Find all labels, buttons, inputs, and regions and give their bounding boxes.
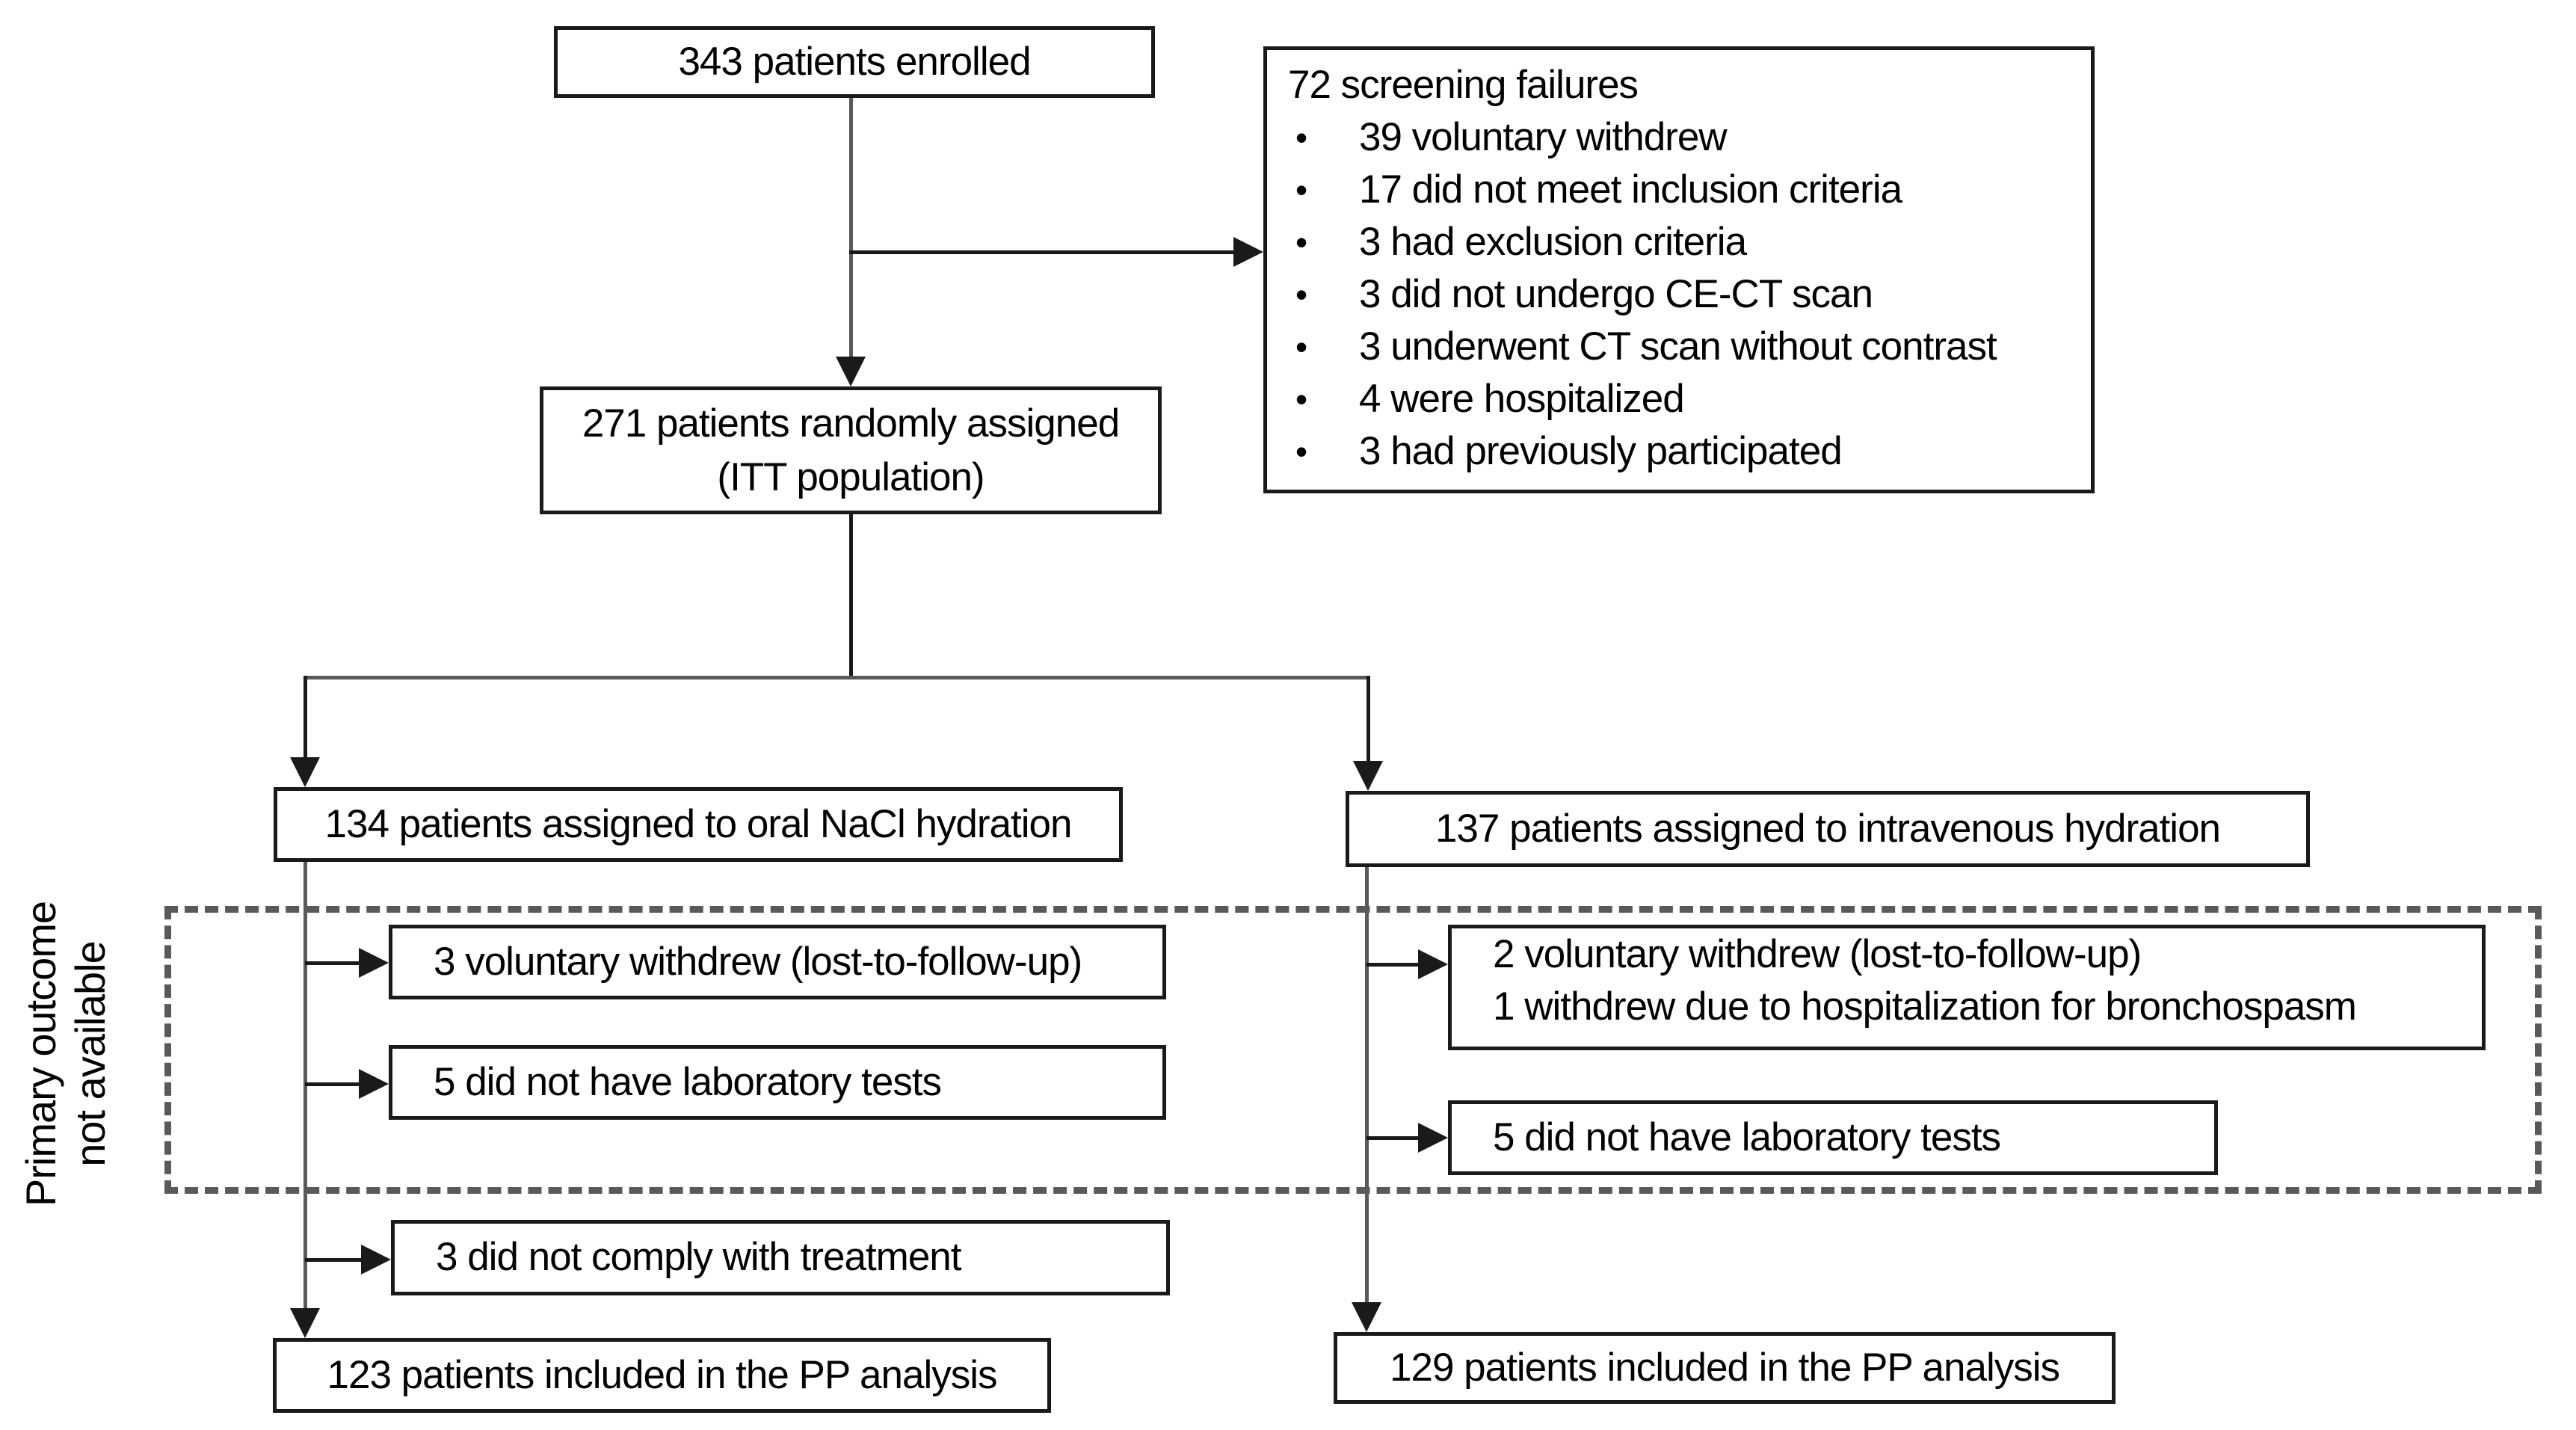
oral-noncompliance-box: 3 did not comply with treatment	[391, 1220, 1170, 1295]
enrolled-label: 343 patients enrolled	[678, 39, 1031, 84]
iv-arm-box: 137 patients assigned to intravenous hyd…	[1346, 791, 2310, 867]
screening-failure-item: • 17 did not meet inclusion criteria	[1288, 164, 2070, 216]
arrowhead-into-iv-pp	[1352, 1302, 1381, 1332]
screening-failure-item-label: 3 had exclusion criteria	[1359, 220, 1747, 264]
primary-outcome-dashed-region	[164, 906, 2542, 1194]
screening-failure-item: • 3 underwent CT scan without contrast	[1288, 321, 2070, 373]
arrowhead-into-iv-arm	[1353, 761, 1383, 791]
arrowhead-into-screening-failures	[1233, 237, 1263, 267]
randomized-line2: (ITT population)	[717, 454, 985, 499]
arrowhead-into-oral-withdrew	[359, 948, 389, 978]
arrowhead-into-oral-no-labs	[359, 1069, 389, 1099]
arrowhead-into-oral-noncompliance	[361, 1245, 391, 1275]
connector-iv-arm-trunk	[1365, 867, 1369, 1305]
enrolled-box: 343 patients enrolled	[554, 26, 1155, 98]
connector-split-bar	[305, 676, 1370, 679]
primary-outcome-note: Primary outcome not available	[16, 902, 115, 1206]
iv-withdrew-line2: 1 withdrew due to hospitalization for br…	[1493, 984, 2357, 1029]
oral-pp-label: 123 patients included in the PP analysis	[327, 1352, 998, 1397]
iv-no-labs-label: 5 did not have laboratory tests	[1493, 1115, 2001, 1159]
connector-iv-no-labs	[1366, 1136, 1418, 1140]
connector-oral-arm-trunk	[303, 862, 307, 1310]
screening-failure-item: • 4 were hospitalized	[1288, 373, 2070, 425]
oral-no-labs-box: 5 did not have laboratory tests	[389, 1045, 1166, 1120]
screening-failures-title: 72 screening failures	[1288, 63, 1639, 107]
screening-failures-box: 72 screening failures • 39 voluntary wit…	[1263, 46, 2095, 493]
screening-failure-item: • 39 voluntary withdrew	[1288, 111, 2070, 164]
bullet-icon: •	[1295, 275, 1307, 314]
connector-oral-no-labs	[305, 1082, 360, 1086]
iv-withdrew-line1: 2 voluntary withdrew (lost-to-follow-up)	[1493, 932, 2142, 976]
bullet-icon: •	[1295, 170, 1307, 209]
randomized-line1: 271 patients randomly assigned	[582, 401, 1120, 446]
connector-randomized-to-split	[849, 514, 853, 677]
oral-pp-box: 123 patients included in the PP analysis	[273, 1338, 1051, 1413]
oral-noncompliance-label: 3 did not comply with treatment	[436, 1235, 962, 1280]
iv-withdrew-box: 2 voluntary withdrew (lost-to-follow-up)…	[1448, 925, 2486, 1050]
connector-split-to-iv-arm	[1366, 676, 1370, 762]
iv-pp-label: 129 patients included in the PP analysis	[1390, 1345, 2060, 1390]
screening-failure-item-label: 39 voluntary withdrew	[1359, 115, 1728, 159]
oral-withdrew-box: 3 voluntary withdrew (lost-to-follow-up)	[389, 925, 1166, 999]
connector-oral-withdrew	[305, 961, 360, 965]
connector-oral-noncompliance	[305, 1258, 363, 1262]
connector-iv-withdrew	[1366, 963, 1418, 967]
iv-arm-label: 137 patients assigned to intravenous hyd…	[1435, 806, 2221, 851]
connector-to-screening-failures	[849, 250, 1233, 254]
primary-outcome-note-line2: not available	[67, 941, 114, 1167]
screening-failure-item-label: 3 had previously participated	[1359, 429, 1843, 473]
oral-withdrew-label: 3 voluntary withdrew (lost-to-follow-up)	[434, 939, 1082, 984]
screening-failure-item: • 3 did not undergo CE-CT scan	[1288, 268, 2070, 321]
arrowhead-into-oral-arm	[290, 757, 320, 787]
connector-split-to-oral-arm	[303, 676, 307, 759]
arrowhead-into-iv-withdrew	[1418, 949, 1448, 979]
screening-failure-item-label: 3 underwent CT scan without contrast	[1359, 324, 1997, 369]
connector-enrolled-to-randomized	[849, 98, 853, 360]
bullet-icon: •	[1295, 223, 1307, 262]
screening-failure-item: • 3 had previously participated	[1288, 425, 2070, 478]
arrowhead-into-iv-no-labs	[1418, 1123, 1448, 1153]
iv-pp-box: 129 patients included in the PP analysis	[1334, 1332, 2116, 1404]
oral-arm-label: 134 patients assigned to oral NaCl hydra…	[324, 801, 1073, 846]
screening-failure-item: • 3 had exclusion criteria	[1288, 216, 2070, 268]
iv-no-labs-box: 5 did not have laboratory tests	[1448, 1100, 2218, 1175]
screening-failures-list: • 39 voluntary withdrew • 17 did not mee…	[1288, 111, 2070, 478]
primary-outcome-note-line1: Primary outcome	[16, 901, 64, 1207]
arrowhead-into-oral-pp	[290, 1308, 320, 1338]
bullet-icon: •	[1295, 432, 1307, 471]
bullet-icon: •	[1295, 327, 1307, 366]
bullet-icon: •	[1295, 118, 1307, 157]
screening-failure-item-label: 3 did not undergo CE-CT scan	[1359, 272, 1873, 316]
screening-failure-item-label: 17 did not meet inclusion criteria	[1359, 167, 1902, 212]
randomized-box: 271 patients randomly assigned (ITT popu…	[540, 386, 1162, 514]
bullet-icon: •	[1295, 380, 1307, 419]
oral-arm-box: 134 patients assigned to oral NaCl hydra…	[274, 787, 1123, 862]
oral-no-labs-label: 5 did not have laboratory tests	[434, 1059, 942, 1104]
arrowhead-into-randomized	[836, 357, 866, 386]
screening-failure-item-label: 4 were hospitalized	[1359, 377, 1685, 421]
